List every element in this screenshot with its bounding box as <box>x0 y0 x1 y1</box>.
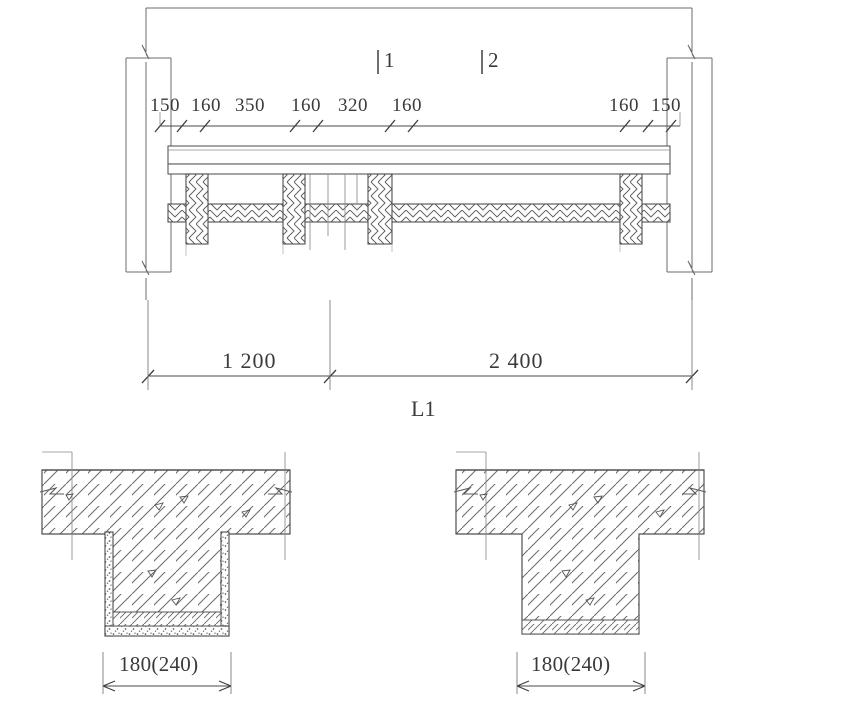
section-marker-1-label: 1 <box>384 48 395 72</box>
top-dimension-line <box>154 112 681 133</box>
ledger-band <box>167 203 671 223</box>
dim-top-320: 320 <box>338 95 368 116</box>
pier-base-hairlines <box>185 244 621 256</box>
detail-1-dimension-label: 180(240) <box>119 652 199 676</box>
bottom-dimension-line <box>141 300 699 390</box>
detail-1-soffit-form <box>104 625 230 637</box>
dim-span-1200: 1 200 <box>222 348 277 373</box>
dim-top-150-left: 150 <box>150 95 180 116</box>
beam-tag-label: L1 <box>411 396 436 421</box>
dim-top-160-c: 160 <box>392 95 422 116</box>
dim-top-160-d: 160 <box>609 95 639 116</box>
dim-top-160-a: 160 <box>191 95 221 116</box>
detail-2-aggregate <box>479 493 665 606</box>
right-break-lines <box>666 8 713 300</box>
pier-3 <box>367 173 393 245</box>
masonry-piers <box>185 173 643 245</box>
detail-1-dimension-line <box>102 652 232 694</box>
detail-2-dimension-label: 180(240) <box>531 652 611 676</box>
pier-2 <box>282 173 306 245</box>
left-break-lines <box>125 8 172 300</box>
detail-1-screed <box>112 611 222 627</box>
detail-2-dimension-line <box>516 652 646 694</box>
detail-1-left-form <box>104 531 114 637</box>
deck-boards <box>167 145 671 175</box>
prop-lines <box>309 174 358 250</box>
section-marker-2-label: 2 <box>488 48 499 72</box>
detail-1-geometry <box>39 451 293 637</box>
detail-1-right-form <box>220 531 230 637</box>
detail-2-screed <box>521 619 640 635</box>
pier-1 <box>185 173 209 245</box>
section-marker-ticks <box>377 50 483 74</box>
dim-top-150-right: 150 <box>651 95 681 116</box>
dim-top-160-b: 160 <box>291 95 321 116</box>
pier-4 <box>619 173 643 245</box>
dim-top-350: 350 <box>235 95 265 116</box>
detail-2-geometry <box>453 451 707 635</box>
detail-1-aggregate <box>65 493 251 606</box>
dim-span-2400: 2 400 <box>489 348 544 373</box>
